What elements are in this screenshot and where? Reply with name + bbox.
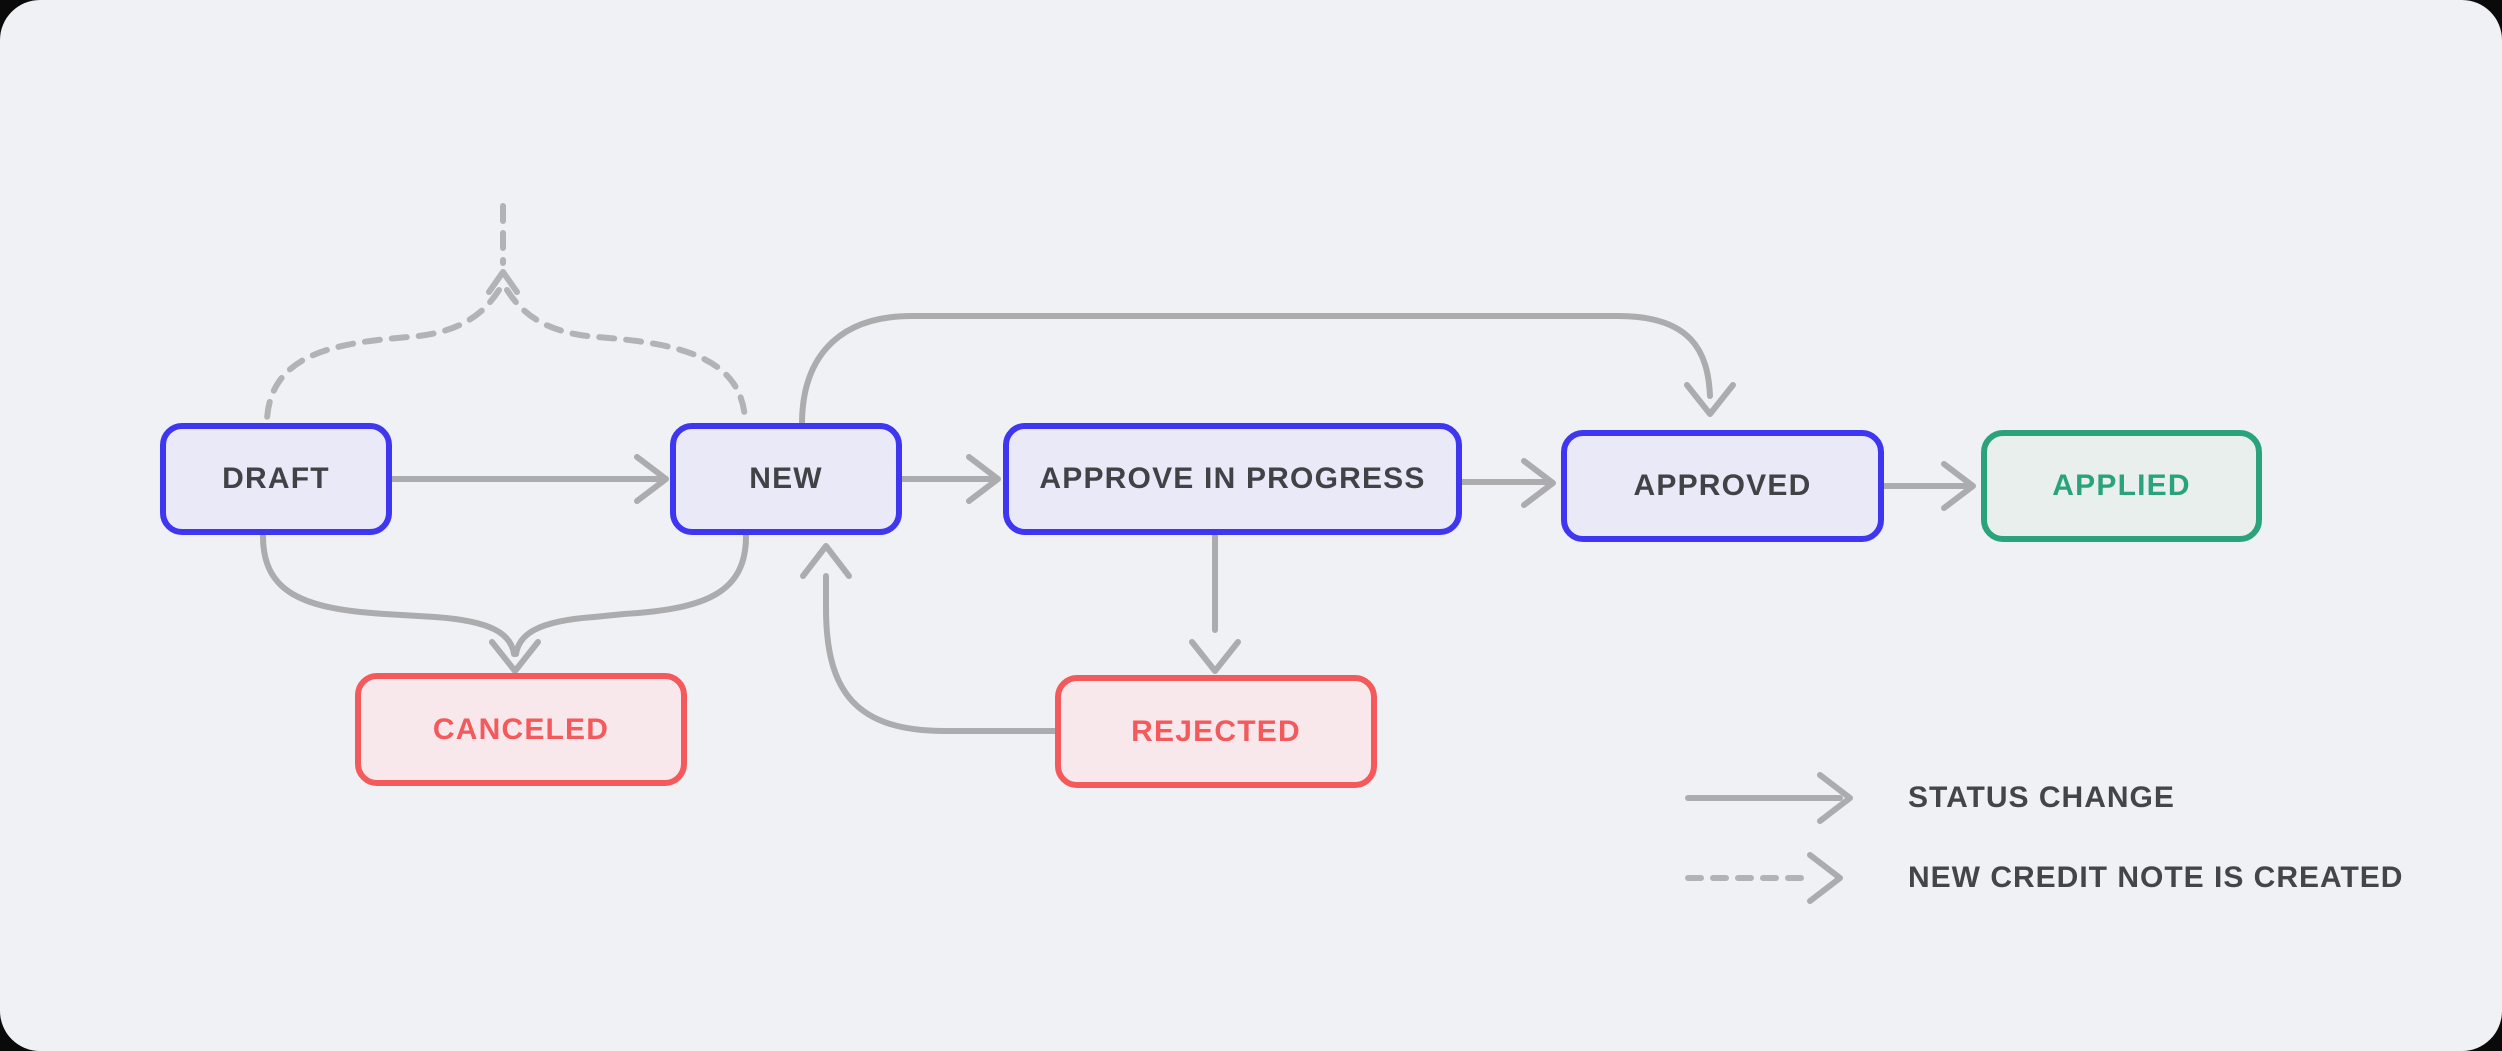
legend-solid-arrow-head [1817,772,1853,824]
node-draft: DRAFT [160,423,392,535]
node-label: APPROVE IN PROGRESS [1039,462,1426,495]
arrowhead-new-to-approved [1684,382,1736,417]
node-approved: APPROVED [1561,430,1884,542]
edge-new-credit-note-from-new [504,287,748,422]
legend-item-new-credit-note-created: NEW CREDIT NOTE IS CREATED [1908,856,2403,900]
edge-new-credit-note-from-draft [264,287,502,422]
arrowhead-approve-in-progress-to-approved [1521,458,1556,508]
node-label: REJECTED [1131,714,1301,748]
dashed-edges [264,203,748,422]
node-label: APPROVED [1633,469,1812,502]
node-label: APPLIED [2052,469,2191,502]
node-label: DRAFT [222,462,330,495]
edge-new-to-canceled [513,533,749,657]
arrowhead-draft-to-new [634,454,669,504]
legend-arrows [1685,772,1853,904]
legend-item-status-change: STATUS CHANGE [1908,776,2175,820]
node-approve-in-progress: APPROVE IN PROGRESS [1003,423,1462,535]
legend-label: STATUS CHANGE [1908,781,2175,814]
node-label: NEW [749,462,823,495]
legend-dashed-arrow-head [1807,852,1843,904]
legend-label: NEW CREDIT NOTE IS CREATED [1908,861,2404,894]
arrowhead-to-rejected [1189,639,1241,674]
arrowhead-new-credit-note-up [486,269,520,295]
node-rejected: REJECTED [1055,675,1377,788]
edge-draft-to-canceled [260,533,517,657]
arrowhead-new-to-approve-in-progress [966,454,1001,504]
node-canceled: CANCELED [355,673,687,786]
node-applied: APPLIED [1981,430,2262,542]
arrowhead-approved-to-applied [1941,461,1976,511]
edge-rejected-to-new [823,573,1058,734]
node-new: NEW [670,423,902,535]
arrowhead-to-canceled [489,639,541,674]
node-label: CANCELED [432,712,610,746]
arrowhead-rejected-to-new [800,543,852,579]
edge-new-to-approved-arc [799,313,1713,427]
solid-edges [260,313,1976,734]
